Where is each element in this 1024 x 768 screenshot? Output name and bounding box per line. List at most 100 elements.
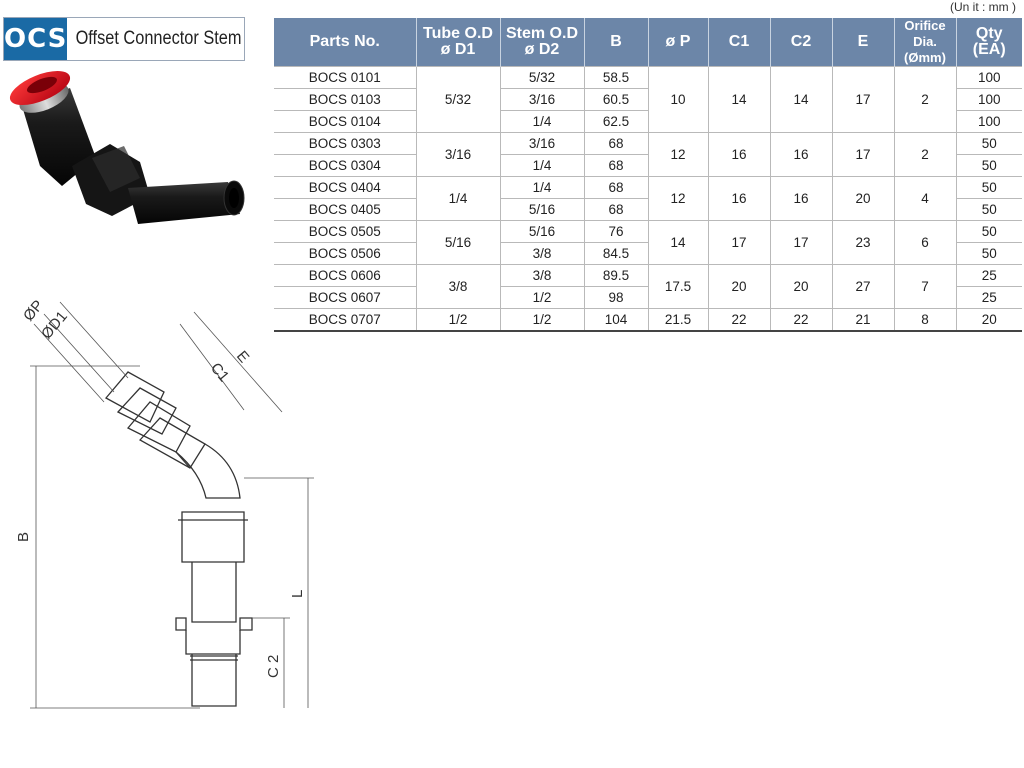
col-qty: Qty(EA): [956, 18, 1022, 67]
cell-c1: 14: [707, 66, 771, 133]
cell-part: BOCS 0506: [274, 242, 417, 265]
table-row: BOCS 0103 3/16 60.5 100: [274, 88, 1022, 111]
cell-d2: 1/2: [499, 308, 585, 332]
cell-c1: 17: [707, 220, 771, 265]
cell-orifice: 6: [893, 220, 957, 265]
product-header: OCS Offset Connector Stem: [3, 17, 245, 61]
cell-e: 20: [831, 176, 895, 221]
cell-orifice: 2: [893, 132, 957, 177]
cell-d1: 5/32: [415, 66, 501, 133]
cell-p: 14: [647, 220, 709, 265]
cell-d2: 1/2: [499, 286, 585, 309]
cell-c2: 16: [769, 132, 833, 177]
cell-part: BOCS 0606: [274, 264, 417, 287]
cell-c2: 20: [769, 264, 833, 309]
table-row: BOCS 0607 1/2 98 25: [274, 286, 1022, 309]
cell-b: 68: [583, 154, 649, 177]
cell-part: BOCS 0101: [274, 66, 417, 89]
table-row: BOCS 0405 5/16 68 50: [274, 198, 1022, 221]
cell-d1: 5/16: [415, 220, 501, 265]
unit-note: (Un it : mm ): [950, 0, 1016, 14]
cell-e: 21: [831, 308, 895, 332]
cell-qty: 50: [955, 198, 1022, 221]
cell-b: 68: [583, 198, 649, 221]
table-row: BOCS 0304 1/4 68 50: [274, 154, 1022, 177]
cell-c2: 17: [769, 220, 833, 265]
label-p: ØP: [20, 297, 47, 325]
cell-c2: 16: [769, 176, 833, 221]
cell-qty: 50: [955, 242, 1022, 265]
cell-c1: 22: [707, 308, 771, 332]
table-row: BOCS 0104 1/4 62.5 100: [274, 110, 1022, 133]
cell-e: 27: [831, 264, 895, 309]
cell-p: 17.5: [647, 264, 709, 309]
cell-c1: 20: [707, 264, 771, 309]
cell-part: BOCS 0303: [274, 132, 417, 155]
cell-c1: 16: [707, 132, 771, 177]
cell-d1: 1/4: [415, 176, 501, 221]
cell-p: 21.5: [647, 308, 709, 332]
cell-d1: 1/2: [415, 308, 501, 332]
label-c1: C1: [207, 360, 232, 386]
product-title: Offset Connector Stem: [76, 28, 242, 49]
cell-d2: 1/4: [499, 176, 585, 199]
cell-d1: 3/16: [415, 132, 501, 177]
col-c2: C2: [770, 18, 833, 67]
table-row: BOCS 0707 1/2 1/2 104 21.5 22 22 21 8 20: [274, 308, 1022, 332]
cell-e: 23: [831, 220, 895, 265]
cell-qty: 20: [955, 308, 1022, 332]
cell-b: 68: [583, 132, 649, 155]
cell-orifice: 4: [893, 176, 957, 221]
cell-b: 84.5: [583, 242, 649, 265]
product-code: OCS: [4, 18, 68, 60]
cell-p: 12: [647, 176, 709, 221]
cell-qty: 100: [955, 110, 1022, 133]
table-row: BOCS 0505 5/16 5/16 76 14 17 17 23 6 50: [274, 220, 1022, 265]
cell-e: 17: [831, 66, 895, 133]
cell-part: BOCS 0104: [274, 110, 417, 133]
cell-qty: 100: [955, 66, 1022, 89]
cell-d2: 1/4: [499, 154, 585, 177]
cell-part: BOCS 0405: [274, 198, 417, 221]
cell-c2: 14: [769, 66, 833, 133]
cell-d2: 3/16: [499, 88, 585, 111]
cell-orifice: 7: [893, 264, 957, 309]
cell-c1: 16: [707, 176, 771, 221]
col-c1: C1: [708, 18, 771, 67]
cell-b: 89.5: [583, 264, 649, 287]
cell-b: 104: [583, 308, 649, 332]
label-e: E: [233, 348, 252, 367]
table-row: BOCS 0606 3/8 3/8 89.5 17.5 20 20 27 7 2…: [274, 264, 1022, 309]
cell-part: BOCS 0505: [274, 220, 417, 243]
col-parts-no: Parts No.: [274, 18, 417, 67]
cell-d2: 5/32: [499, 66, 585, 89]
cell-b: 68: [583, 176, 649, 199]
cell-d2: 3/8: [499, 242, 585, 265]
cell-orifice: 8: [893, 308, 957, 332]
cell-d2: 1/4: [499, 110, 585, 133]
cell-orifice: 2: [893, 66, 957, 133]
label-c2: C 2: [265, 655, 282, 678]
cell-b: 58.5: [583, 66, 649, 89]
label-l: L: [289, 590, 306, 598]
col-e: E: [832, 18, 895, 67]
cell-d2: 5/16: [499, 220, 585, 243]
cell-qty: 50: [955, 154, 1022, 177]
cell-p: 12: [647, 132, 709, 177]
label-d1: ØD1: [38, 308, 71, 343]
cell-b: 98: [583, 286, 649, 309]
cell-b: 62.5: [583, 110, 649, 133]
cell-p: 10: [647, 66, 709, 133]
cell-b: 76: [583, 220, 649, 243]
cell-qty: 50: [955, 176, 1022, 199]
col-p: ø P: [648, 18, 709, 67]
cell-qty: 25: [955, 286, 1022, 309]
cell-d2: 3/16: [499, 132, 585, 155]
cell-part: BOCS 0103: [274, 88, 417, 111]
table-row: BOCS 0404 1/4 1/4 68 12 16 16 20 4 50: [274, 176, 1022, 221]
cell-part: BOCS 0707: [274, 308, 417, 332]
